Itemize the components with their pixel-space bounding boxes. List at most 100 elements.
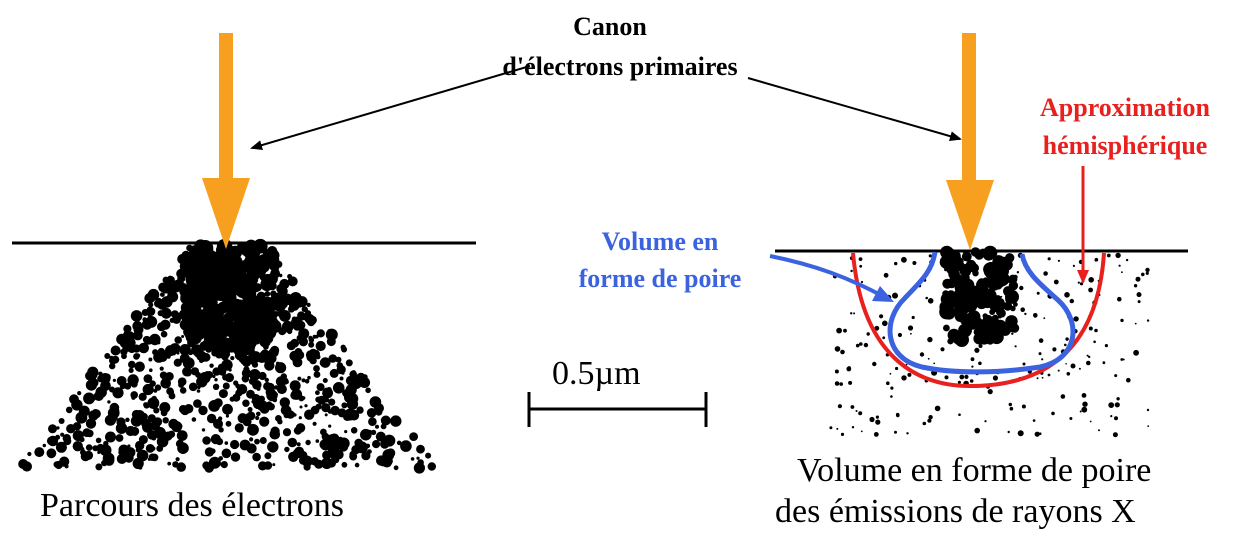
emission-blob <box>983 245 998 260</box>
trajectory-blob <box>215 263 223 271</box>
trajectory-blob <box>259 437 267 444</box>
trajectory-blob <box>91 409 101 419</box>
trajectory-blob <box>297 376 302 381</box>
trajectory-blob <box>167 430 176 438</box>
pointer-arrow-right <box>747 77 962 142</box>
emission-dot <box>836 427 839 430</box>
pear-pointer-arrow <box>769 254 887 300</box>
emission-dot <box>959 374 965 380</box>
trajectory-blob <box>72 441 84 452</box>
emission-dot <box>1079 282 1084 286</box>
trajectory-blob <box>284 446 290 453</box>
trajectory-blob <box>330 405 340 416</box>
emission-dot <box>859 342 863 346</box>
trajectory-blob <box>257 266 265 274</box>
trajectory-blob <box>157 419 163 424</box>
emission-dot <box>1038 338 1044 343</box>
emission-dot <box>1072 264 1075 267</box>
trajectory-blob <box>96 443 105 452</box>
emission-dot <box>1082 401 1088 407</box>
trajectory-blob <box>360 428 372 441</box>
emission-dot <box>834 381 840 386</box>
trajectory-blob <box>281 377 289 385</box>
trajectory-blob <box>118 449 125 456</box>
trajectory-blob <box>228 327 245 344</box>
emission-dot <box>858 257 863 261</box>
emission-dot <box>1135 276 1141 282</box>
emission-dot <box>1057 369 1060 372</box>
trajectory-blob <box>236 384 248 395</box>
trajectory-blob <box>329 368 339 378</box>
trajectory-blob <box>233 263 243 273</box>
trajectory-blob <box>165 345 176 357</box>
trajectory-blob <box>264 291 271 297</box>
emission-dot <box>1077 281 1080 284</box>
trajectory-blob <box>201 352 211 362</box>
trajectory-blob <box>132 344 141 353</box>
trajectory-blob <box>276 283 286 294</box>
trajectory-blob <box>197 240 214 256</box>
trajectory-blob <box>198 376 204 382</box>
emission-dot <box>890 386 894 390</box>
emission-blob <box>939 299 954 315</box>
trajectory-blob <box>143 374 153 383</box>
trajectory-blob <box>349 450 357 458</box>
emission-dot <box>970 287 976 292</box>
trajectory-blob <box>214 378 218 382</box>
emission-dot <box>875 415 880 419</box>
trajectory-blob <box>18 459 29 469</box>
trajectory-blob <box>252 452 261 462</box>
trajectory-blob <box>99 373 111 384</box>
emission-dot <box>1043 317 1046 320</box>
trajectory-blob <box>393 465 399 471</box>
emission-dot <box>997 314 1003 319</box>
trajectory-blob <box>308 337 315 343</box>
trajectory-blob <box>409 432 418 441</box>
trajectory-blob <box>270 426 280 436</box>
trajectory-blob <box>217 363 226 371</box>
trajectory-blob <box>301 396 306 400</box>
emission-dot <box>1098 429 1100 432</box>
trajectory-blob <box>161 296 173 308</box>
emission-dot <box>850 269 853 273</box>
trajectory-blob <box>147 288 160 301</box>
trajectory-blob <box>147 397 160 409</box>
trajectory-blob <box>332 382 345 394</box>
emission-dot <box>1110 415 1113 418</box>
left-caption: Parcours des électrons <box>40 487 345 524</box>
trajectory-blob <box>173 358 182 367</box>
trajectory-blob <box>89 370 97 379</box>
emission-blob <box>960 314 972 326</box>
emission-blob <box>985 335 995 345</box>
emission-dot <box>987 389 993 395</box>
trajectory-blob <box>190 367 199 376</box>
trajectory-blob <box>212 292 222 301</box>
emission-dot <box>1086 360 1091 366</box>
trajectory-blob <box>344 430 348 434</box>
trajectory-blob <box>427 462 436 471</box>
emission-dot <box>969 379 974 383</box>
hemisphere-outline <box>851 252 1106 389</box>
trajectory-blob <box>341 346 348 353</box>
trajectory-blob <box>162 417 169 424</box>
trajectory-blob <box>130 310 143 322</box>
emission-dot <box>1133 349 1139 356</box>
emission-dot <box>1013 274 1018 280</box>
pear-label-line2: forme de poire <box>578 264 742 293</box>
trajectory-blob <box>306 302 311 307</box>
emission-dot <box>910 332 912 335</box>
trajectory-blob <box>134 361 145 372</box>
trajectory-blob <box>154 384 162 391</box>
emission-dot <box>928 254 932 258</box>
emission-dot <box>1032 419 1036 422</box>
trajectory-blob <box>105 431 116 443</box>
trajectory-blob <box>178 405 188 414</box>
trajectory-blob <box>304 313 315 324</box>
trajectory-blob <box>259 416 270 427</box>
emission-dot <box>853 312 856 315</box>
trajectory-blob <box>223 291 237 305</box>
emission-dot <box>859 264 863 268</box>
trajectory-blob <box>116 417 126 427</box>
trajectory-blob <box>125 417 130 422</box>
